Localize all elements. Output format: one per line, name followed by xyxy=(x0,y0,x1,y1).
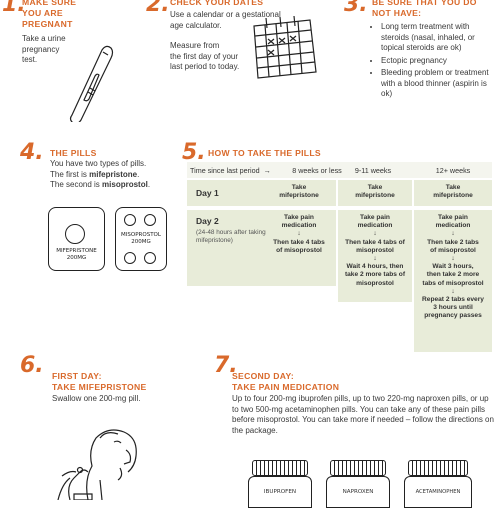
step4-number: 4. xyxy=(20,140,44,165)
bottle-body: ACETAMINOPHEN xyxy=(404,476,472,508)
step4-text-line1: You have two types of pills. xyxy=(50,159,147,168)
step7-title: SECOND DAY: TAKE PAIN MEDICATION xyxy=(232,371,339,393)
day2-label: Day 2 (24-48 hours after taking mifepris… xyxy=(196,216,266,244)
table-col-header: 8 weeks or less xyxy=(292,166,342,175)
step2-text2-line3: last period to today. xyxy=(170,62,240,71)
step1-number: 1. xyxy=(2,0,26,17)
step3-bullet: Long term treatment with steroids (nasal… xyxy=(381,22,493,54)
table-col-header: 12+ weeks xyxy=(435,166,471,175)
step6-title-line2: TAKE MIFEPRISTONE xyxy=(52,382,147,392)
pill-icon xyxy=(124,252,136,264)
step7-title-line2: TAKE PAIN MEDICATION xyxy=(232,382,340,392)
calendar-icon xyxy=(253,15,317,79)
bottle-body: NAPROXEN xyxy=(326,476,390,508)
step2-text2-line1: Measure from xyxy=(170,41,220,50)
day2-col2: Take pain medication ↓ Then take 4 tabs … xyxy=(344,214,406,287)
step4-text-line3: The second is misoprostol. xyxy=(50,180,151,189)
pill-icon xyxy=(124,214,136,226)
step5-title: HOW TO TAKE THE PILLS xyxy=(208,148,321,158)
step1-text-line3: test. xyxy=(22,55,38,64)
step2-text-line2: age calculator. xyxy=(170,20,222,30)
step7-title-line1: SECOND DAY: xyxy=(232,371,295,381)
step5-number: 5. xyxy=(182,140,206,165)
pill-icon xyxy=(144,214,156,226)
bottle-body: IBUPROFEN xyxy=(248,476,312,508)
day2-col3: Take pain medication ↓ Then take 2 tabs … xyxy=(422,214,484,320)
day1-cell: Take mifepristone xyxy=(433,184,473,200)
step1-title-line3: PREGNANT xyxy=(22,19,73,29)
bottle-label: NAPROXEN xyxy=(342,489,374,495)
mifepristone-pill-pack: MIFEPRISTONE 200MG xyxy=(48,207,105,271)
step1-title-line2: YOU ARE xyxy=(22,8,63,18)
bottle-label: IBUPROFEN xyxy=(263,489,297,495)
step2-text: Use a calendar or a gestational age calc… xyxy=(170,10,281,31)
naproxen-bottle: NAPROXEN xyxy=(326,460,390,508)
step4-text: You have two types of pills. The first i… xyxy=(50,159,150,191)
step2-text-line1: Use a calendar or a gestational xyxy=(170,10,281,19)
step7-number: 7. xyxy=(214,353,238,378)
ibuprofen-bottle: IBUPROFEN xyxy=(248,460,312,508)
day2-sublabel: (24-48 hours after taking mifepristone) xyxy=(196,229,266,244)
step3-title-line1: BE SURE THAT YOU DO xyxy=(372,0,477,7)
pregnancy-test-icon xyxy=(69,45,114,122)
table-row-day2-extra xyxy=(338,286,492,302)
step3-bullet-list: Long term treatment with steroids (nasal… xyxy=(372,22,493,102)
step6-text: Swallow one 200-mg pill. xyxy=(52,394,141,403)
step4-text-line2: The first is mifepristone. xyxy=(50,169,140,179)
step7-text: Up to four 200-mg ibuprofen pills, up to… xyxy=(232,394,494,435)
pill-icon xyxy=(65,224,85,244)
pill-icon xyxy=(144,252,156,264)
table-row-day1 xyxy=(187,180,492,206)
table-row-day2 xyxy=(187,210,492,286)
bottle-cap xyxy=(252,460,308,476)
acetaminophen-bottle: ACETAMINOPHEN xyxy=(404,460,472,508)
step6-title-line1: FIRST DAY: xyxy=(52,371,102,381)
pill2-label: MISOPROSTOL 200MG xyxy=(121,232,161,245)
step3-title: BE SURE THAT YOU DO NOT HAVE: xyxy=(372,0,477,19)
bottle-label: ACETAMINOPHEN xyxy=(415,489,461,495)
step1-text: Take a urine pregnancy test. xyxy=(22,34,66,66)
day1-cell: Take mifepristone xyxy=(355,184,395,200)
step1-title-line1: MAKE SURE xyxy=(22,0,77,7)
person-taking-pill-icon xyxy=(57,429,137,500)
step4-title: THE PILLS xyxy=(50,148,97,158)
step3-bullet: Ectopic pregnancy xyxy=(381,56,493,67)
step1-title: MAKE SURE YOU ARE PREGNANT xyxy=(22,0,76,30)
step6-number: 6. xyxy=(20,353,44,378)
table-col-divider xyxy=(412,180,414,352)
day2-col1: Take pain medication ↓ Then take 4 tabs … xyxy=(273,214,325,254)
misoprostol-pill-pack: MISOPROSTOL 200MG xyxy=(115,207,167,271)
bottle-cap xyxy=(330,460,386,476)
table-header-label: Time since last period → xyxy=(190,166,271,175)
day1-label: Day 1 xyxy=(196,188,219,198)
bottle-cap xyxy=(408,460,468,476)
step3-bullet: Bleeding problem or treatment with a blo… xyxy=(381,68,493,100)
table-row-day2-extra2 xyxy=(414,302,492,352)
step2-number: 2. xyxy=(146,0,170,17)
table-col-divider xyxy=(336,180,338,302)
step1-text-line2: pregnancy xyxy=(22,44,60,54)
step2-title: CHECK YOUR DATES xyxy=(170,0,264,7)
table-col-header: 9-11 weeks xyxy=(354,166,392,175)
step6-title: FIRST DAY: TAKE MIFEPRISTONE xyxy=(52,371,147,393)
day1-cell: Take mifepristone xyxy=(279,184,319,200)
step3-title-line2: NOT HAVE: xyxy=(372,8,422,18)
pill1-label: MIFEPRISTONE 200MG xyxy=(56,248,97,261)
table-header-row xyxy=(187,162,492,178)
step2-text2-line2: the first day of your xyxy=(170,51,239,61)
step1-text-line1: Take a urine xyxy=(22,34,66,43)
step2-text2: Measure from the first day of your last … xyxy=(170,41,239,73)
step3-number: 3. xyxy=(344,0,368,17)
